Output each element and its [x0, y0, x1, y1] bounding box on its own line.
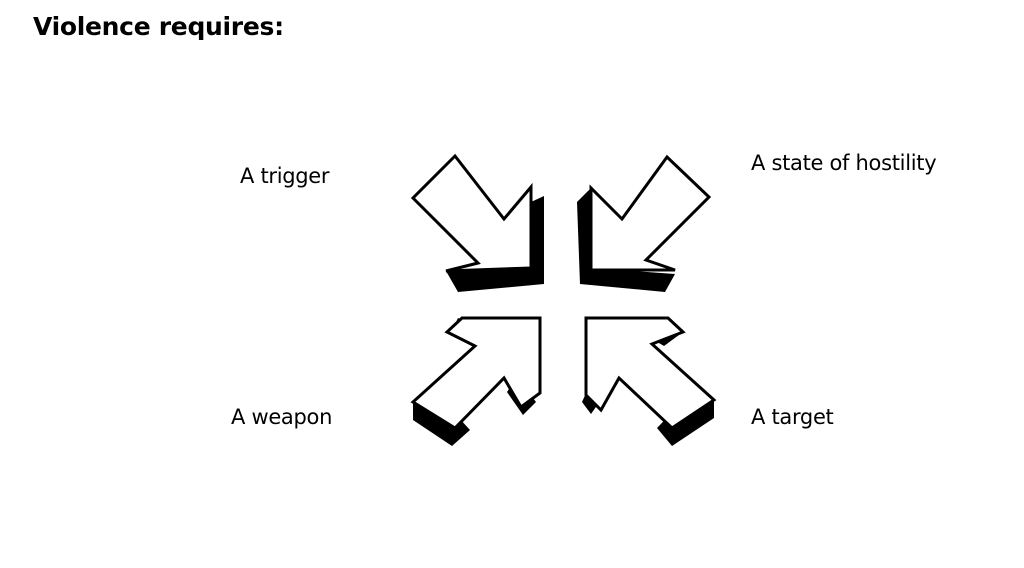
arrow-up-right-icon	[410, 316, 542, 446]
requirement-target-label: A target	[751, 405, 834, 429]
requirement-weapon-label: A weapon	[231, 405, 333, 429]
arrow-down-right-icon	[410, 153, 544, 292]
arrow-down-left-icon	[577, 154, 712, 292]
requirement-hostility-label: A state of hostility	[751, 151, 937, 175]
diagram-title: Violence requires:	[33, 12, 284, 41]
requirement-trigger-label: A trigger	[240, 164, 330, 188]
arrow-up-left-icon	[582, 316, 717, 446]
